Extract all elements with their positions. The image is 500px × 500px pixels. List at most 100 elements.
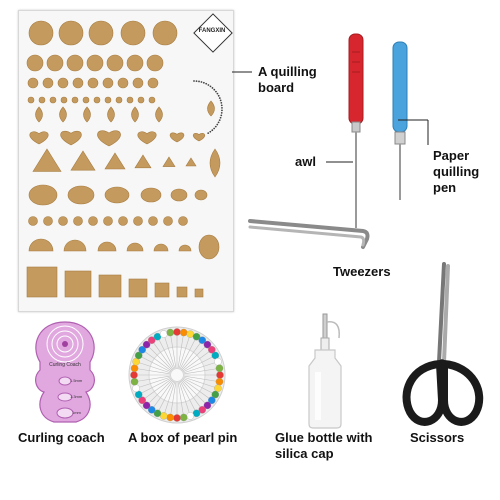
- coach-title: Curling Coach: [49, 362, 81, 368]
- pin-head: [142, 340, 151, 349]
- pin-shaft: [181, 346, 206, 371]
- pin-head: [130, 364, 139, 373]
- cork-cutout: [126, 242, 144, 252]
- pin-shaft: [181, 378, 210, 399]
- pin-head: [208, 345, 216, 354]
- cork-cutout: [26, 266, 58, 298]
- cork-cutout: [178, 244, 192, 252]
- cork-cutout: [219, 99, 222, 102]
- cork-cutout: [42, 77, 54, 89]
- cork-cutout: [133, 216, 143, 226]
- pin-shaft: [182, 362, 216, 374]
- cork-cutout: [83, 106, 91, 123]
- pin-head: [147, 336, 156, 344]
- cork-cutout: [27, 96, 35, 104]
- cork-cutout: [207, 132, 210, 135]
- cork-cutout: [221, 109, 223, 112]
- cork-cutout: [195, 80, 198, 83]
- cork-cutout: [106, 54, 124, 72]
- cork-cutout: [63, 239, 87, 252]
- cork-cutout: [194, 189, 208, 201]
- pin-shaft: [138, 362, 172, 374]
- cork-cutout: [148, 96, 156, 104]
- label-quilling-board: A quilling board: [258, 64, 317, 95]
- cork-cutout: [155, 106, 163, 123]
- cork-cutout: [88, 216, 98, 226]
- cork-cutout: [58, 216, 68, 226]
- cork-cutout: [82, 96, 90, 104]
- cork-cutout: [59, 106, 67, 123]
- pin-shaft: [137, 368, 172, 375]
- cork-cutout: [107, 106, 115, 123]
- pin-shaft: [170, 335, 177, 370]
- pin-shaft: [179, 339, 196, 370]
- cork-cutout: [211, 87, 214, 89]
- pin-shaft: [179, 380, 196, 411]
- cork-cutout: [60, 130, 82, 146]
- cork-cutout: [178, 216, 188, 226]
- pin-head: [134, 351, 143, 360]
- cork-cutout: [32, 148, 62, 172]
- cork-cutout: [118, 216, 128, 226]
- cork-cutout: [97, 130, 121, 147]
- cork-cutout: [140, 187, 162, 203]
- cork-cutout: [43, 216, 53, 226]
- pin-shaft: [148, 379, 173, 404]
- cork-cutout: [154, 282, 170, 298]
- cork-cutout: [73, 216, 83, 226]
- cork-cutout: [70, 150, 96, 171]
- pin-shaft: [144, 351, 173, 372]
- cork-cutout: [146, 54, 164, 72]
- label-curling-coach: Curling coach: [18, 430, 105, 445]
- cork-cutout: [87, 77, 99, 89]
- cork-cutout: [131, 106, 139, 123]
- cork-cutout: [60, 96, 68, 104]
- cork-cutout: [137, 131, 157, 145]
- cork-cutout: [98, 274, 122, 298]
- pin-shaft: [180, 342, 201, 371]
- label-tweezers: Tweezers: [333, 264, 391, 279]
- cork-cutout: [218, 119, 221, 122]
- cork-cutout: [57, 77, 69, 89]
- pin-head: [203, 401, 212, 410]
- cork-cutout: [202, 81, 205, 84]
- cork-cutout: [200, 81, 203, 83]
- cork-cutout: [192, 133, 206, 142]
- pin-shaft: [158, 380, 175, 411]
- cork-cutout: [220, 114, 223, 117]
- pin-shaft: [138, 376, 172, 388]
- cork-cutout: [153, 243, 169, 252]
- cork-cutout: [220, 111, 223, 114]
- coach-size-1: 1.5mm: [70, 378, 83, 383]
- cork-cutout: [214, 125, 217, 128]
- pin-head: [159, 330, 168, 338]
- cork-cutout: [213, 88, 216, 91]
- cork-cutout: [213, 127, 216, 130]
- cork-cutout: [58, 20, 84, 46]
- pin-shaft: [181, 351, 210, 372]
- pin-shaft: [144, 378, 173, 399]
- glue-bottle: [308, 313, 342, 429]
- pearl-pin-box: [128, 326, 226, 424]
- cork-cutout: [217, 121, 220, 124]
- cork-cutout: [93, 96, 101, 104]
- pin-head: [166, 413, 175, 422]
- cork-cutout: [219, 116, 222, 119]
- pin-head: [173, 414, 181, 422]
- cork-cutout: [163, 216, 173, 226]
- cork-cutout: [209, 85, 212, 88]
- quilling-board: FANGXIN: [18, 10, 234, 312]
- cork-cutout: [152, 20, 178, 46]
- cork-cutout: [86, 54, 104, 72]
- pin-head: [211, 390, 220, 399]
- cork-cutout: [170, 188, 188, 202]
- cork-cutout: [66, 54, 84, 72]
- pin-shaft: [170, 380, 177, 415]
- cork-cutout: [104, 96, 112, 104]
- cork-cutout: [137, 96, 145, 104]
- cork-cutout: [64, 270, 92, 298]
- coach-size-2: 1.3mm: [70, 394, 83, 399]
- cork-cutout: [128, 278, 148, 298]
- coach-size-3: 1mm: [72, 410, 81, 415]
- cork-cutout: [97, 241, 117, 252]
